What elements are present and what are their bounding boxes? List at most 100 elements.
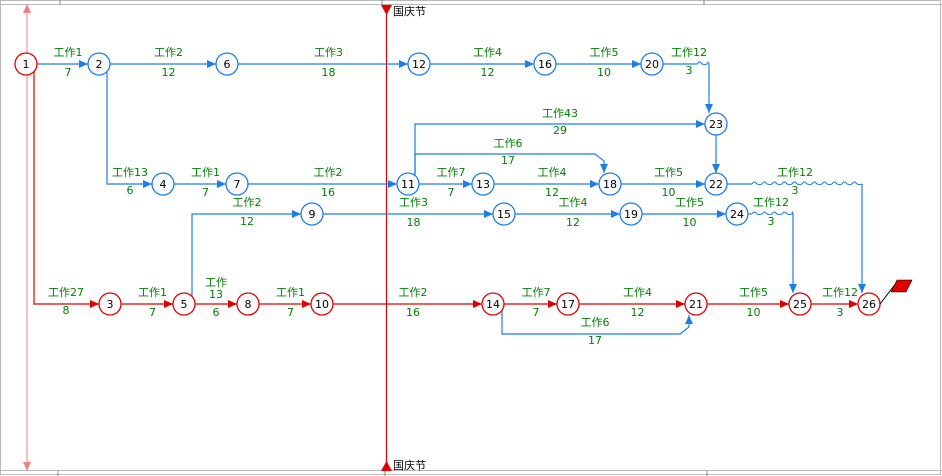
activity-name: 工作1 <box>191 166 220 179</box>
arrow-head <box>858 284 866 293</box>
activity-name: 工作43 <box>542 107 578 120</box>
node-2[interactable]: 2 <box>87 52 111 76</box>
activity-name: 工作1 <box>54 46 83 59</box>
activity-duration: 7 <box>149 306 156 319</box>
node-number: 15 <box>497 208 511 221</box>
node-26[interactable]: 26 <box>857 292 881 316</box>
node-5[interactable]: 5 <box>172 292 196 316</box>
activity-name: 工作12 <box>822 286 858 299</box>
node-number: 25 <box>793 298 807 311</box>
activity-name: 工作4 <box>623 286 652 299</box>
node-circle <box>300 202 324 226</box>
activity-name: 工作1 <box>276 286 305 299</box>
node-number: 11 <box>401 178 415 191</box>
arrow-head <box>712 164 720 173</box>
activity-line <box>106 64 152 185</box>
arrow-head <box>292 210 301 218</box>
activity-name: 工作5 <box>675 196 704 209</box>
node-number: 20 <box>645 58 659 71</box>
arrow-head <box>484 210 493 218</box>
activity-name: 工作6 <box>494 137 523 150</box>
node-12[interactable]: 12 <box>407 52 431 76</box>
milestone-markers: 国庆节 国庆节 <box>381 4 426 472</box>
arrow-head <box>789 284 797 293</box>
node-circle <box>396 172 420 196</box>
node-number: 1 <box>23 58 30 71</box>
node-1[interactable]: 1 <box>14 52 38 76</box>
node-circle <box>310 292 334 316</box>
activity-duration: 7 <box>202 186 209 199</box>
arrow-head <box>717 210 726 218</box>
node-23[interactable]: 23 <box>704 112 728 136</box>
activity-name: 工作2 <box>314 166 343 179</box>
arrow-head <box>590 180 599 188</box>
node-24[interactable]: 24 <box>725 202 749 226</box>
node-number: 24 <box>730 208 744 221</box>
node-25[interactable]: 25 <box>788 292 812 316</box>
activity-duration: 12 <box>631 306 645 319</box>
node-number: 4 <box>160 178 167 191</box>
node-10[interactable]: 10 <box>310 292 334 316</box>
activity-duration: 10 <box>747 306 761 319</box>
node-4[interactable]: 4 <box>151 172 175 196</box>
activity-name: 工作2 <box>233 196 262 209</box>
activity-name: 工作5 <box>654 166 683 179</box>
node-circle <box>684 292 708 316</box>
arrow-head <box>676 300 685 308</box>
node-circle <box>640 52 664 76</box>
node-circle <box>725 202 749 226</box>
node-number: 5 <box>181 298 188 311</box>
node-circle <box>533 52 557 76</box>
node-14[interactable]: 14 <box>481 292 505 316</box>
node-21[interactable]: 21 <box>684 292 708 316</box>
activity-name: 工作12 <box>753 196 789 209</box>
node-19[interactable]: 19 <box>619 202 643 226</box>
node-number: 14 <box>486 298 500 311</box>
left-span-arrow-top <box>23 4 31 13</box>
node-8[interactable]: 8 <box>236 292 260 316</box>
node-number: 21 <box>689 298 703 311</box>
activity-duration: 7 <box>533 306 540 319</box>
node-number: 23 <box>709 118 723 131</box>
node-7[interactable]: 7 <box>225 172 249 196</box>
arrow-head <box>79 60 88 68</box>
activity-name-suffix: 13 <box>209 288 223 301</box>
finish-flag-icon <box>879 279 913 305</box>
node-11[interactable]: 11 <box>396 172 420 196</box>
arrow-head <box>463 180 472 188</box>
node-6[interactable]: 6 <box>215 52 239 76</box>
activity-duration: 12 <box>566 216 580 229</box>
node-number: 8 <box>245 298 252 311</box>
node-13[interactable]: 13 <box>471 172 495 196</box>
activity-duration: 6 <box>213 306 220 319</box>
node-3[interactable]: 3 <box>98 292 122 316</box>
activity-name: 工作7 <box>437 166 466 179</box>
node-circle <box>215 52 239 76</box>
activity-name: 工作12 <box>671 46 707 59</box>
node-18[interactable]: 18 <box>598 172 622 196</box>
activity-line <box>191 213 301 304</box>
node-number: 18 <box>603 178 617 191</box>
activity-name: 工作5 <box>590 46 619 59</box>
node-22[interactable]: 22 <box>704 172 728 196</box>
node-circle <box>492 202 516 226</box>
arrow-head <box>696 180 705 188</box>
arrow-head <box>228 300 237 308</box>
node-17[interactable]: 17 <box>556 292 580 316</box>
arrow-head <box>207 60 216 68</box>
node-9[interactable]: 9 <box>300 202 324 226</box>
node-circle <box>98 292 122 316</box>
node-16[interactable]: 16 <box>533 52 557 76</box>
node-number: 16 <box>538 58 552 71</box>
arrow-head <box>525 60 534 68</box>
node-20[interactable]: 20 <box>640 52 664 76</box>
node-15[interactable]: 15 <box>492 202 516 226</box>
